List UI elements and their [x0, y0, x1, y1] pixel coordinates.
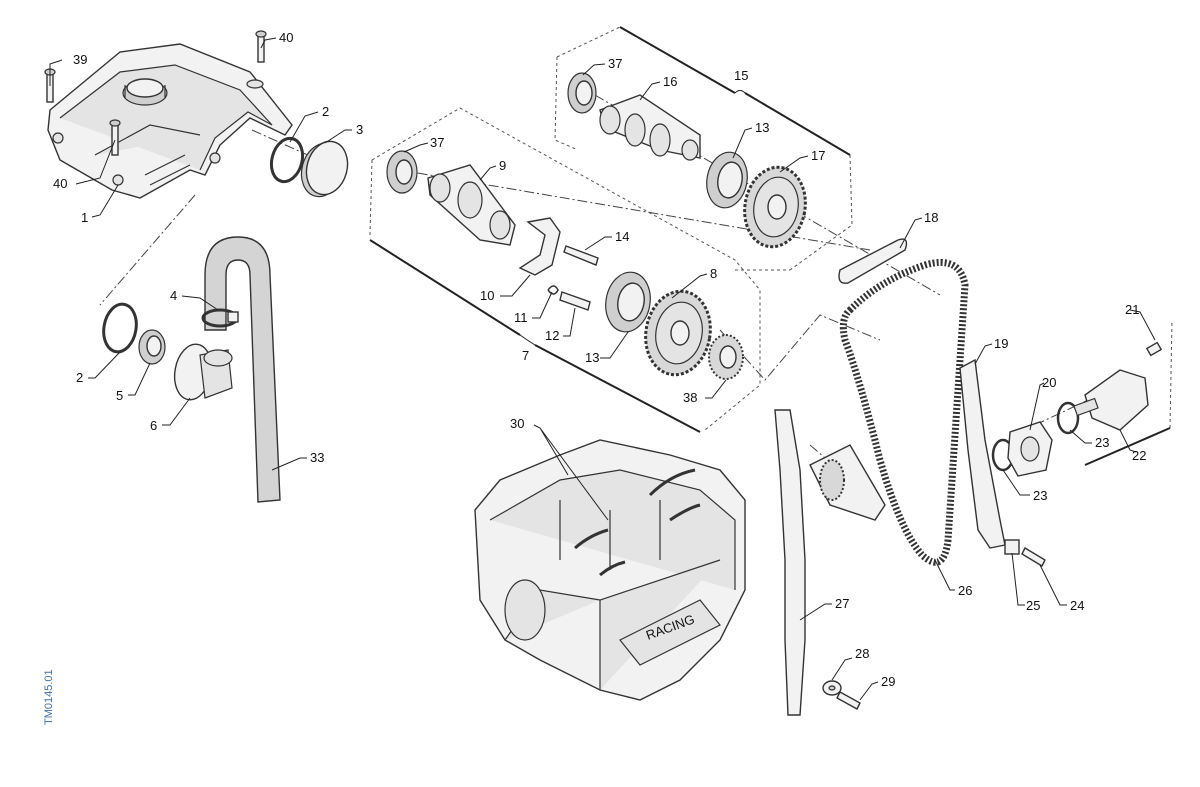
callout-15: 15 — [734, 68, 748, 83]
bolt-29 — [836, 691, 861, 710]
callout-7: 7 — [522, 348, 529, 363]
callout-23: 23 — [1033, 488, 1047, 503]
callout-19: 19 — [994, 336, 1008, 351]
bearing-13-lower — [605, 271, 651, 333]
callout-10: 10 — [480, 288, 494, 303]
callout-28: 28 — [855, 646, 869, 661]
callout-18: 18 — [924, 210, 938, 225]
leader-lines — [49, 37, 1156, 701]
plug-cap-3 — [300, 140, 349, 198]
callout-17: 17 — [811, 148, 825, 163]
callout-23: 23 — [1095, 435, 1109, 450]
bearing-37-upper — [567, 72, 597, 114]
decompressor-lever-10 — [518, 217, 561, 276]
callout-29: 29 — [881, 674, 895, 689]
group-7-outline — [369, 107, 761, 433]
chain-tensioner-22 — [1073, 369, 1149, 431]
camshaft-9 — [427, 164, 516, 246]
callout-27: 27 — [835, 596, 849, 611]
pin-14 — [563, 245, 599, 266]
callout-37: 37 — [430, 135, 444, 150]
hose-clamp-4 — [201, 308, 239, 328]
bearing-37-lower — [386, 150, 418, 194]
callout-20: 20 — [1042, 375, 1056, 390]
callout-22: 22 — [1132, 448, 1146, 463]
crankshaft-sprocket — [809, 444, 886, 521]
bearing-13-upper — [706, 151, 748, 209]
callout-38: 38 — [683, 390, 697, 405]
cylinder-head: RACING — [474, 439, 746, 701]
bearing-shells-30 — [574, 468, 701, 577]
callout-26: 26 — [958, 583, 972, 598]
bolt-40-upper — [255, 30, 267, 63]
callout-39: 39 — [73, 52, 87, 67]
sprocket-8 — [644, 289, 712, 377]
drawing-code: TM0145.01 — [43, 669, 55, 725]
callout-2: 2 — [322, 104, 329, 119]
gear-38 — [708, 334, 744, 380]
chain-slider-18 — [838, 238, 908, 284]
sprocket-17 — [743, 165, 807, 249]
callout-37: 37 — [608, 56, 622, 71]
o-ring-2-lower — [102, 302, 138, 354]
timing-chain-26 — [839, 259, 969, 566]
tensioner-blade-19 — [959, 358, 1006, 549]
bolt-40-lower — [109, 119, 121, 156]
o-ring-2-upper — [269, 136, 305, 184]
bolt-21 — [1145, 341, 1163, 357]
callout-40: 40 — [279, 30, 293, 45]
callout-13: 13 — [755, 120, 769, 135]
callout-14: 14 — [615, 229, 629, 244]
callout-11: 11 — [514, 310, 528, 325]
callout-16: 16 — [663, 74, 677, 89]
pin-12 — [559, 291, 591, 311]
group-22-outline — [1084, 319, 1173, 466]
flange-gasket-20 — [1007, 421, 1053, 477]
breather-hose-33 — [204, 236, 281, 503]
callout-40: 40 — [53, 176, 67, 191]
callout-2: 2 — [76, 370, 83, 385]
spring-11 — [547, 285, 559, 295]
callout-25: 25 — [1026, 598, 1040, 613]
callout-33: 33 — [310, 450, 324, 465]
fixed-guide-27 — [774, 409, 806, 716]
callout-13: 13 — [585, 350, 599, 365]
callout-8: 8 — [710, 266, 717, 281]
callout-12: 12 — [545, 328, 559, 343]
camshaft-16 — [599, 94, 701, 161]
callout-9: 9 — [499, 158, 506, 173]
callout-4: 4 — [170, 288, 177, 303]
callout-1: 1 — [81, 210, 88, 225]
group-15-outline — [554, 26, 853, 271]
callout-5: 5 — [116, 388, 123, 403]
gasket-23-right — [1056, 401, 1080, 435]
callout-24: 24 — [1070, 598, 1084, 613]
oil-seal-5 — [138, 329, 166, 365]
callout-21: 21 — [1125, 302, 1139, 317]
breather-fitting-6 — [173, 343, 233, 401]
callout-3: 3 — [356, 122, 363, 137]
spacer-25 — [1004, 539, 1020, 555]
callout-6: 6 — [150, 418, 157, 433]
valve-cover — [47, 43, 293, 199]
callout-30: 30 — [510, 416, 524, 431]
callout-labels: 39 40 40 1 2 3 4 2 5 6 33 37 16 15 13 17… — [53, 30, 1146, 689]
washer-28 — [822, 680, 842, 696]
bolt-24 — [1021, 547, 1046, 567]
